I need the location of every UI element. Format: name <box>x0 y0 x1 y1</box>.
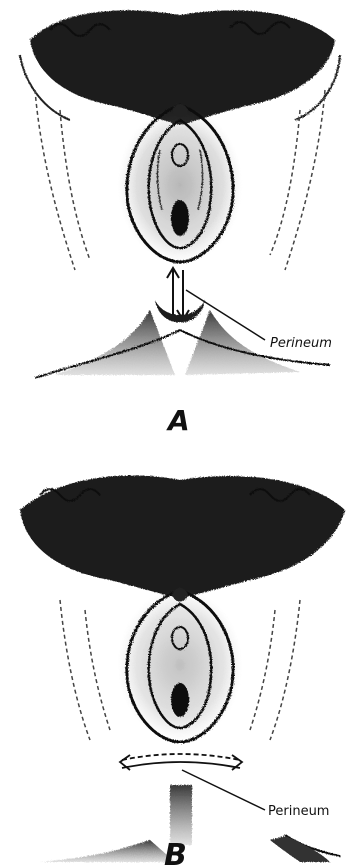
figure-letter-b: B <box>164 838 187 868</box>
pubic-hair-illustration-b <box>20 475 345 598</box>
perineum-callout-line-b <box>182 770 265 810</box>
perineum-vertical-arrow <box>167 268 189 320</box>
vulva-illustration-b <box>118 588 242 742</box>
perineum-label-a: Perineum <box>270 336 332 351</box>
figure-letter-a: A <box>166 404 190 437</box>
buttock-illustration-b <box>40 785 340 862</box>
perineum-horizontal-arrow <box>120 754 242 770</box>
panel-b: Perineum B <box>20 475 345 868</box>
vulva-illustration-a <box>118 104 242 263</box>
panel-a: Perineum A <box>20 10 340 437</box>
perineum-label-b: Perineum <box>268 804 329 819</box>
